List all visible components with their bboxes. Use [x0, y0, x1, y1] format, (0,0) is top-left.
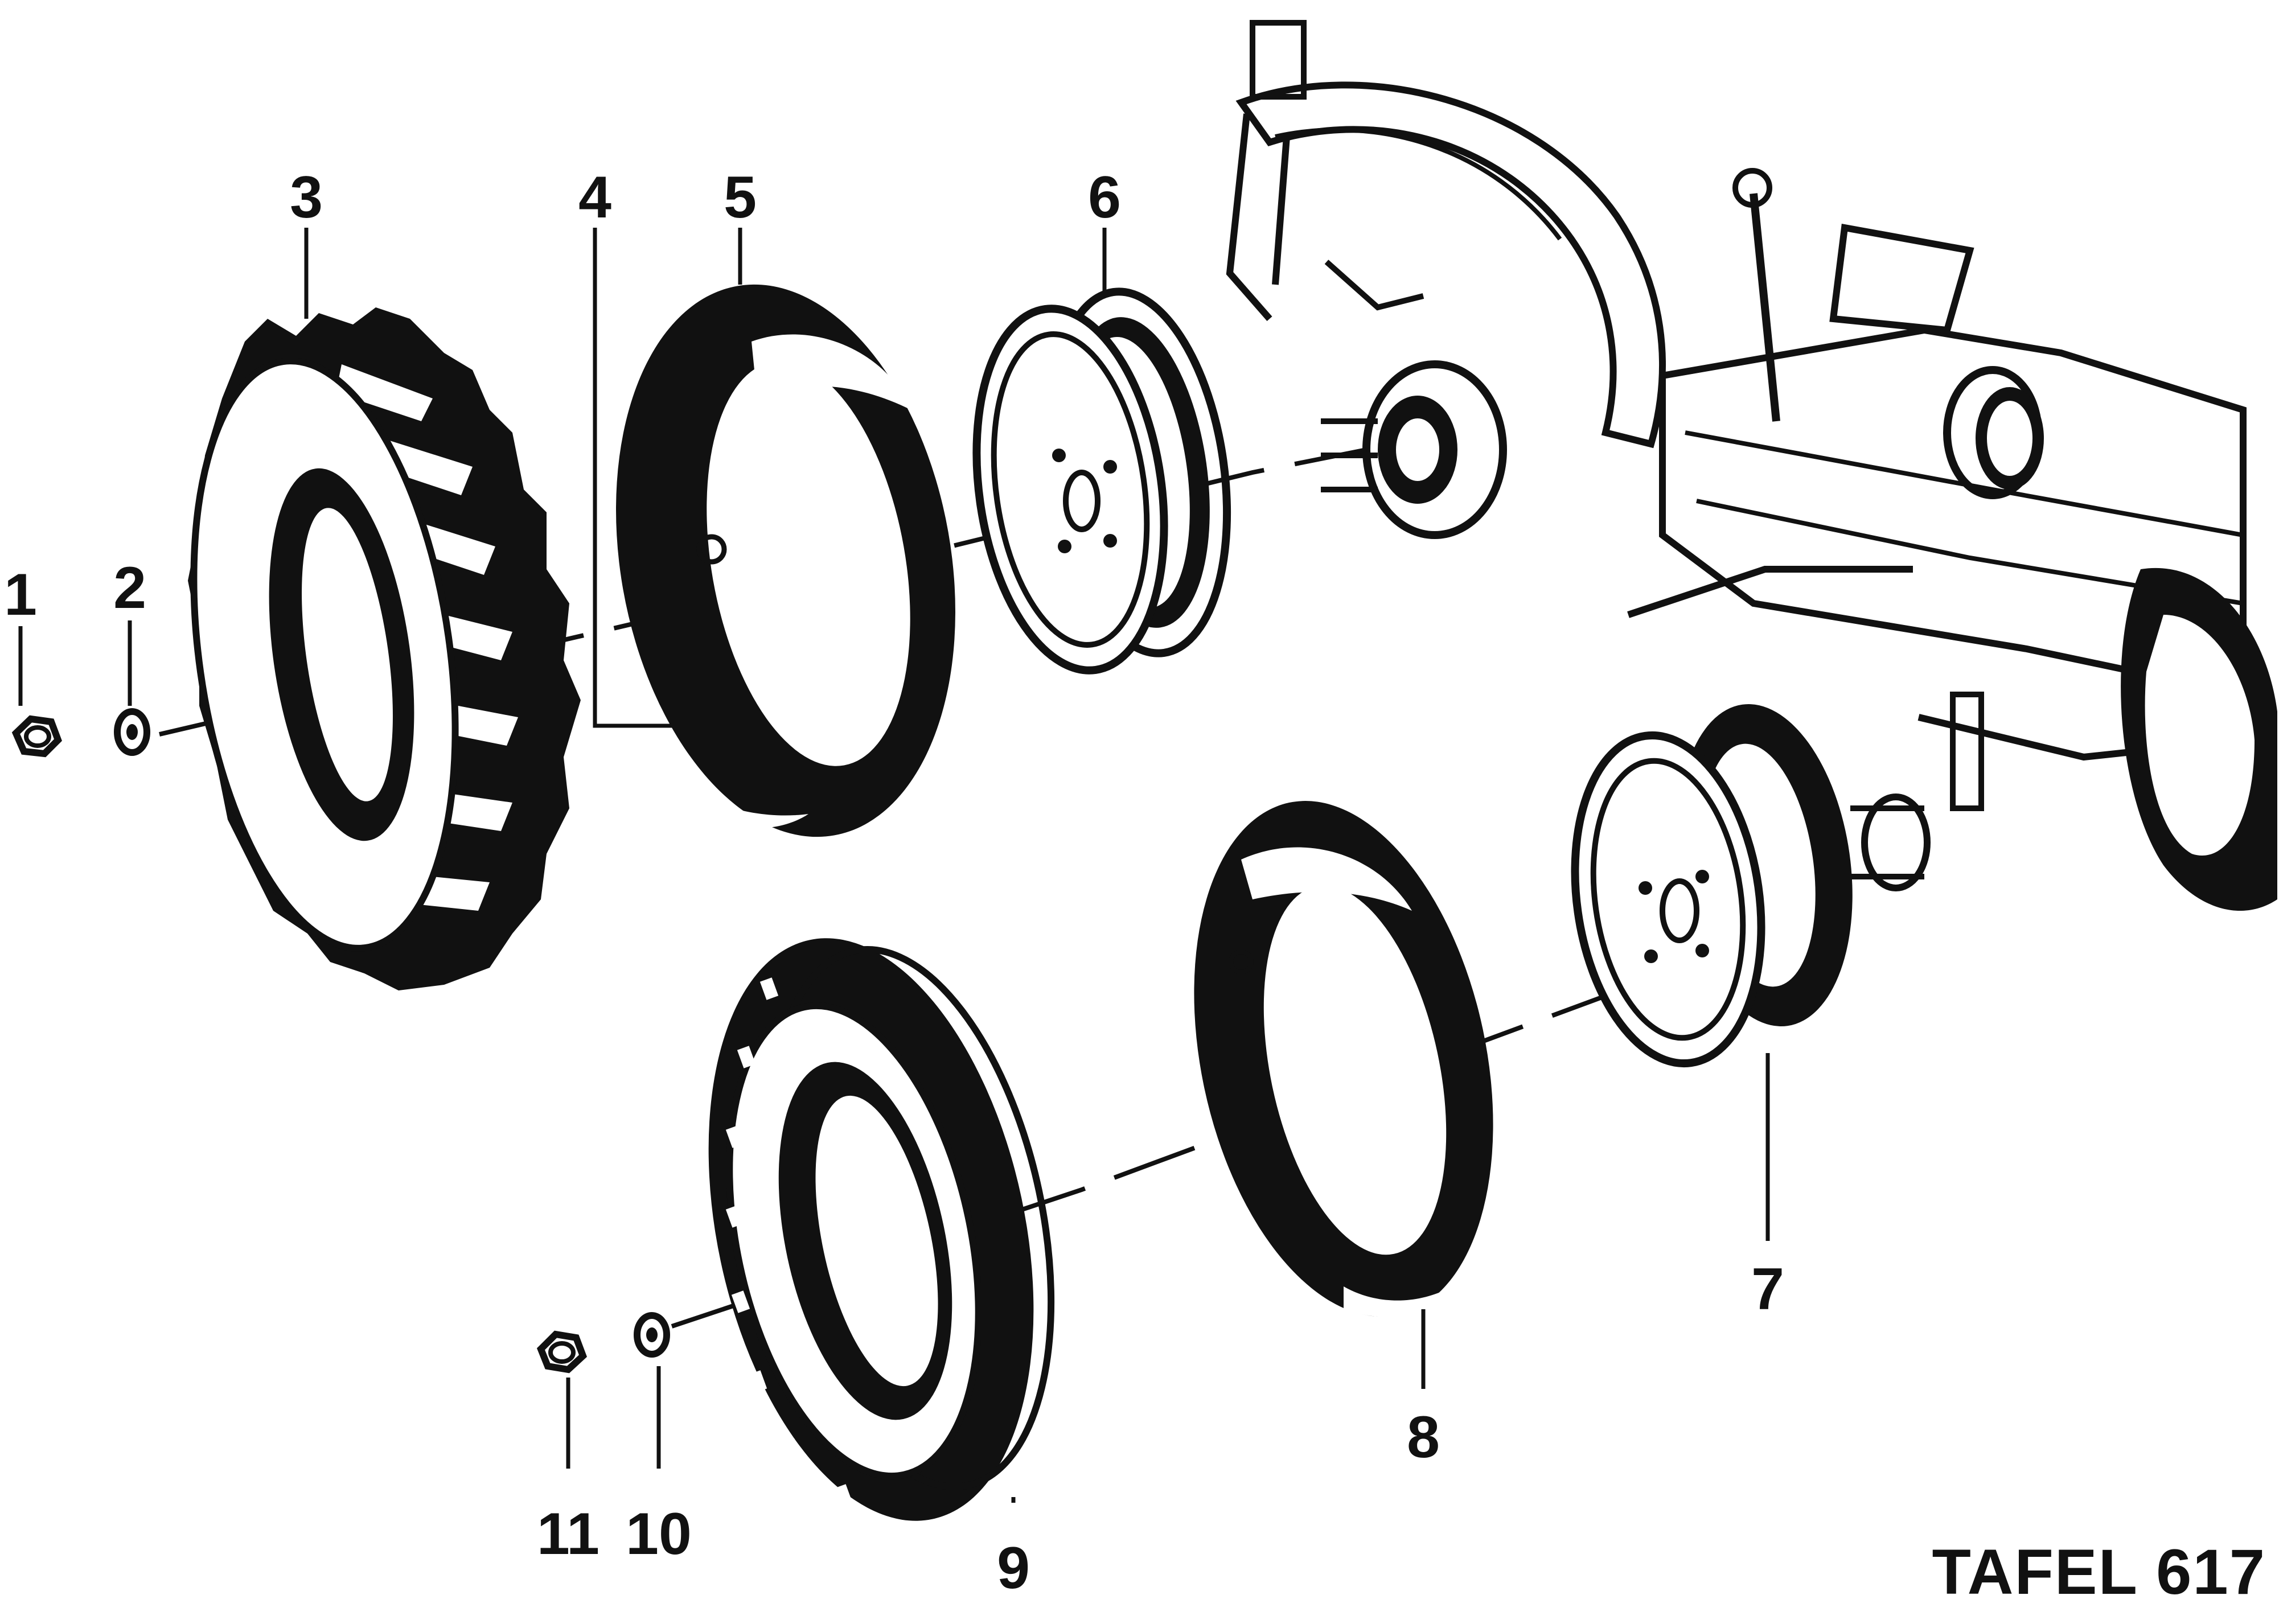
part-9-front-tyre	[708, 938, 1055, 1521]
callout-10: 10	[626, 1501, 692, 1567]
part-2-washer	[114, 708, 150, 756]
callout-8: 8	[1407, 1404, 1440, 1470]
part-10-washer	[634, 1312, 670, 1358]
plate-label: TAFEL 617	[1932, 1536, 2266, 1607]
part-5-rear-tube	[616, 284, 955, 837]
callout-9: 9	[997, 1535, 1030, 1601]
callout-3: 3	[290, 165, 323, 231]
part-7-front-rim	[1571, 704, 1853, 1068]
part-1-nut	[11, 715, 62, 758]
part-6-rear-rim	[972, 287, 1231, 675]
part-3-rear-tyre	[188, 307, 581, 990]
callout-7: 7	[1751, 1256, 1784, 1322]
part-11-nut	[536, 1330, 588, 1374]
part-8-front-tube	[1194, 801, 1493, 1317]
callout-11: 11	[537, 1501, 599, 1567]
callout-6: 6	[1088, 165, 1121, 231]
leader-lines	[18, 228, 1770, 1503]
callout-1: 1	[4, 562, 37, 628]
callout-5: 5	[724, 165, 757, 231]
callout-2: 2	[113, 555, 146, 621]
callout-labels: 1 2 3 4 5 6 7 8 9 10 11	[4, 165, 1784, 1601]
callout-4: 4	[578, 165, 611, 231]
